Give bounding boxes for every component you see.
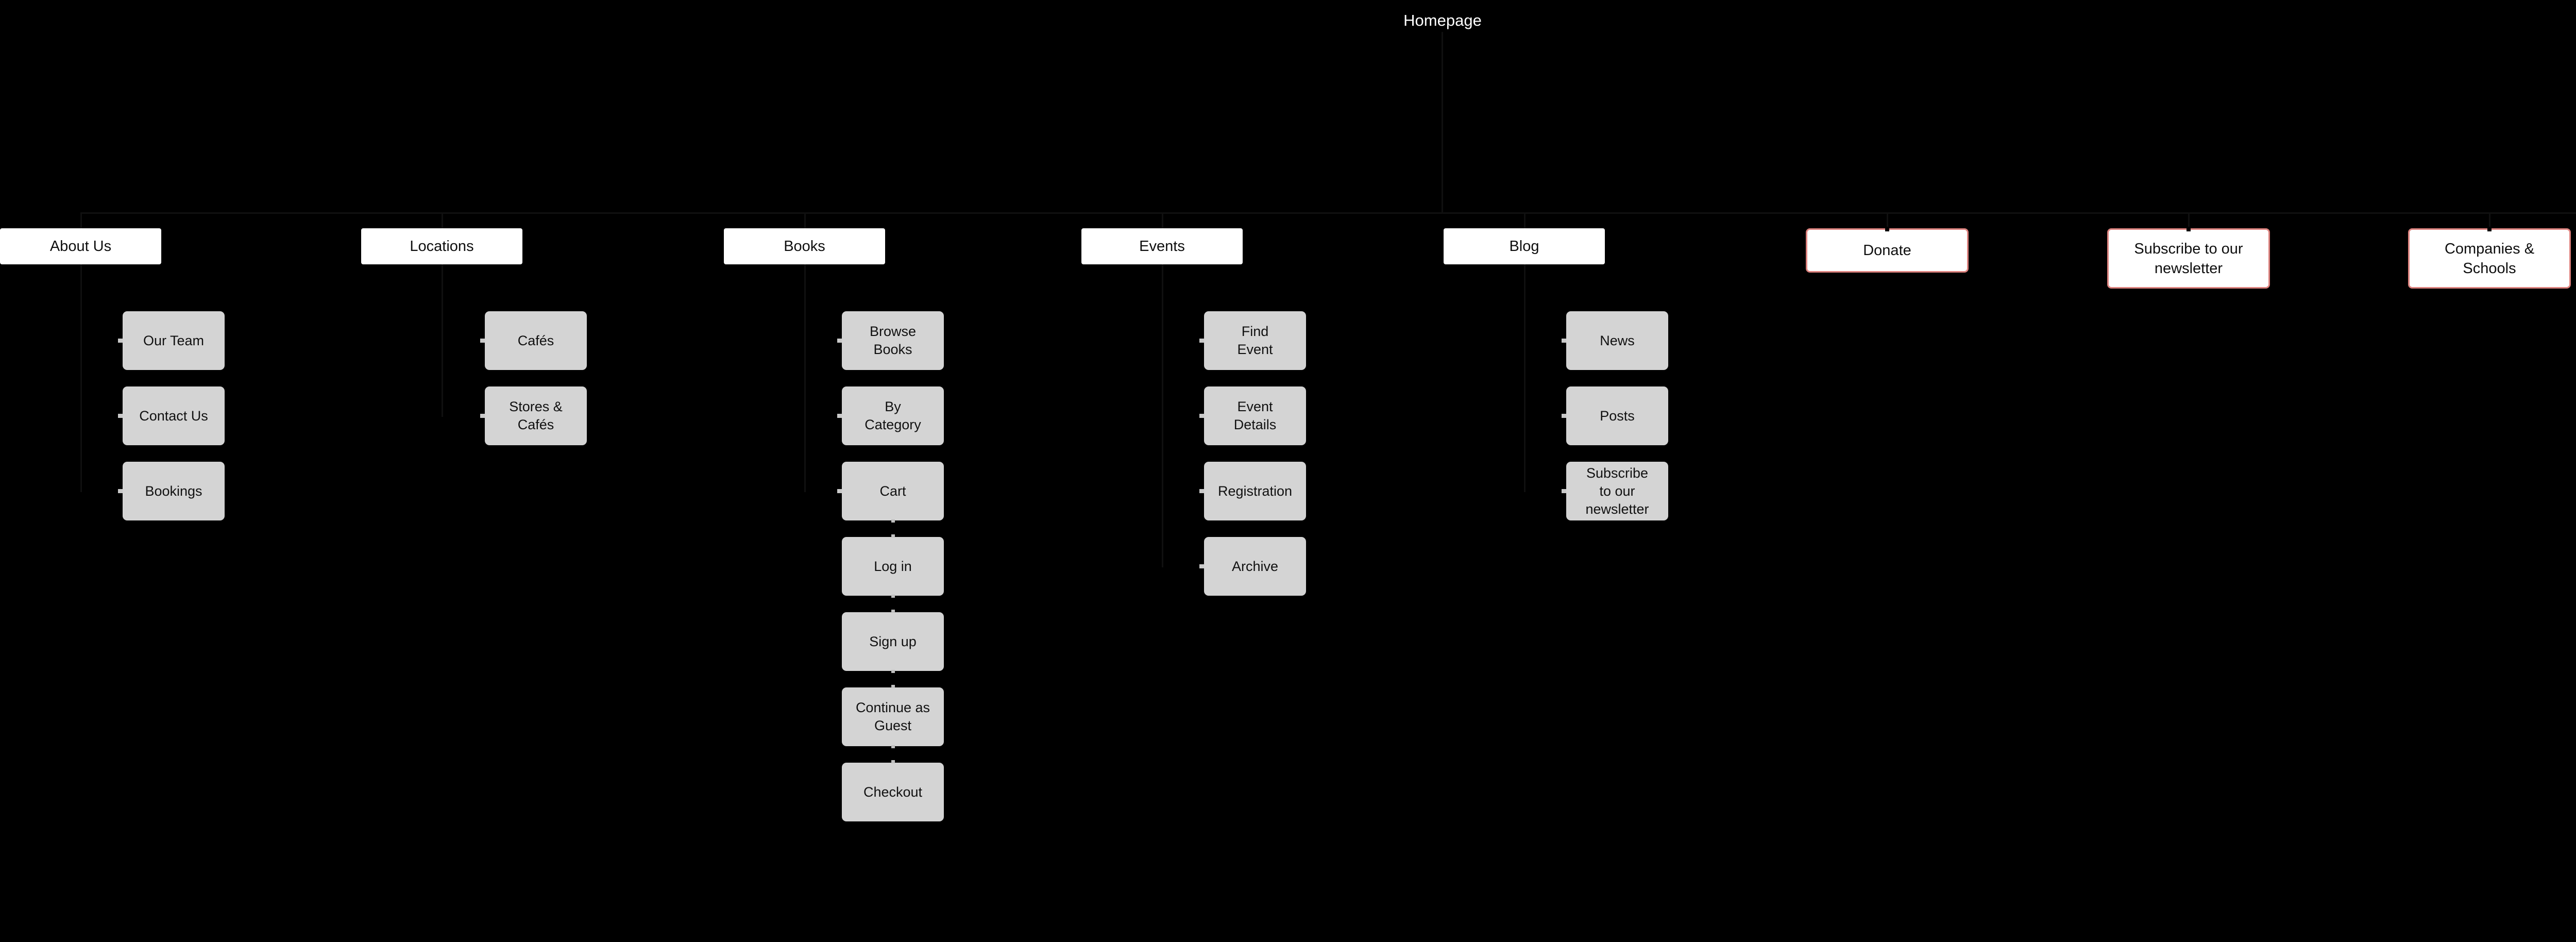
subnav-box-by-category[interactable]: By Category [842,386,944,445]
subnav-box-cart[interactable]: Cart [842,462,944,520]
subnav-box-subscribe-newsletter[interactable]: Subscribe to our newsletter [1566,462,1668,520]
subnav-box-our-team[interactable]: Our Team [123,311,225,370]
subnav-box-browse-books[interactable]: Browse Books [842,311,944,370]
subnav-box-sign-up[interactable]: Sign up [842,612,944,671]
subnav-box-find-event[interactable]: Find Event [1204,311,1306,370]
nav-box-locations[interactable]: Locations [361,228,522,264]
connector-trunk [804,264,806,492]
connector-spine [81,212,2576,214]
subnav-box-news[interactable]: News [1566,311,1668,370]
connector-nub [891,760,895,763]
subnav-box-cafes[interactable]: Cafés [485,311,587,370]
subnav-box-log-in[interactable]: Log in [842,537,944,596]
connector-notch [2487,227,2492,231]
subnav-box-contact-us[interactable]: Contact Us [123,386,225,445]
nav-box-companies-schools[interactable]: Companies & Schools [2408,228,2571,289]
nav-box-about-us[interactable]: About Us [0,228,161,264]
connector-nub [891,670,895,673]
nav-box-books[interactable]: Books [724,228,885,264]
connector-nub [891,745,895,748]
subnav-box-posts[interactable]: Posts [1566,386,1668,445]
connector-drop [1162,212,1163,228]
connector-drop [2489,212,2490,228]
nav-box-subscribe-newsletter[interactable]: Subscribe to our newsletter [2107,228,2270,289]
subnav-box-event-details[interactable]: Event Details [1204,386,1306,445]
subnav-box-archive[interactable]: Archive [1204,537,1306,596]
connector-tick [1562,414,1566,418]
connector-tick [480,339,485,343]
connector-drop [804,212,806,228]
connector-tick [480,414,485,418]
nav-box-donate[interactable]: Donate [1806,228,1969,273]
connector-drop [1524,212,1526,228]
connector-root-stem [1442,32,1443,212]
connector-tick [1199,564,1204,568]
connector-tick [118,339,123,343]
connector-tick [837,414,842,418]
connector-tick [118,414,123,418]
connector-drop [80,212,82,228]
connector-nub [891,519,895,523]
connector-nub [891,685,895,688]
connector-notch [1885,227,1889,231]
subnav-box-checkout[interactable]: Checkout [842,763,944,821]
connector-trunk [80,264,82,492]
subnav-box-continue-as-guest[interactable]: Continue as Guest [842,687,944,746]
connector-trunk [1524,264,1526,492]
homepage-node[interactable]: Homepage [1403,11,1482,29]
connector-notch [2187,227,2191,231]
connector-tick [837,489,842,493]
nav-box-events[interactable]: Events [1081,228,1243,264]
connector-tick [837,339,842,343]
connector-tick [1199,339,1204,343]
connector-nub [891,534,895,537]
subnav-box-bookings[interactable]: Bookings [123,462,225,520]
subnav-box-registration[interactable]: Registration [1204,462,1306,520]
nav-box-blog[interactable]: Blog [1444,228,1605,264]
connector-tick [1562,489,1566,493]
connector-drop [2188,212,2190,228]
connector-drop [442,212,443,228]
connector-nub [891,595,895,598]
connector-tick [1199,414,1204,418]
connector-trunk [1162,264,1163,567]
connector-drop [1887,212,1888,228]
connector-tick [1562,339,1566,343]
connector-nub [891,610,895,613]
connector-tick [1199,489,1204,493]
subnav-box-stores-cafes[interactable]: Stores & Cafés [485,386,587,445]
connector-trunk [442,264,443,417]
connector-tick [118,489,123,493]
